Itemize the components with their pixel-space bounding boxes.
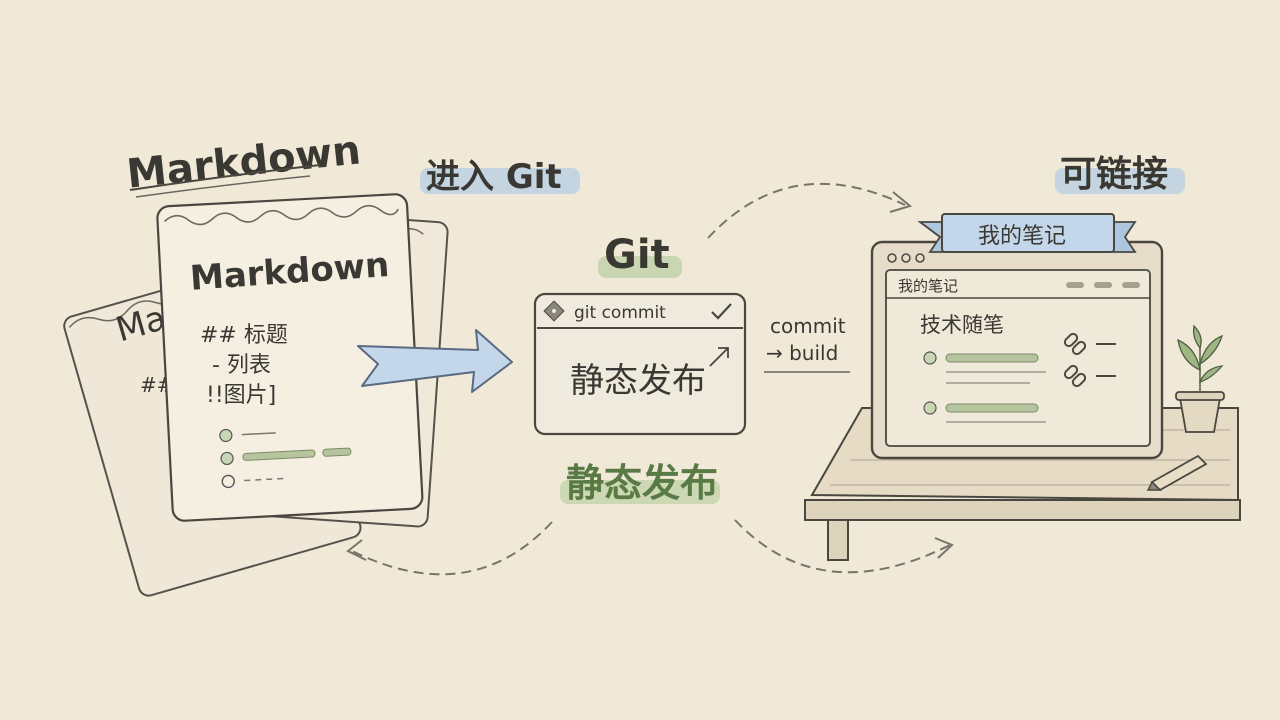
arrowhead-top-right bbox=[889, 191, 913, 213]
arrow-top-right bbox=[707, 182, 906, 239]
static-publish-highlight bbox=[560, 480, 720, 504]
doc-line-heading: ## 标题 bbox=[200, 323, 288, 348]
git-logo-icon bbox=[543, 300, 565, 322]
blue-arrow-to-git bbox=[357, 329, 513, 393]
website-section-title: 技术随笔 bbox=[920, 313, 1004, 337]
linkable-highlight bbox=[1055, 168, 1185, 194]
into-git-highlight bbox=[420, 168, 580, 194]
git-commit-window: git commit 静态发布 bbox=[533, 292, 747, 436]
markdown-paper-stack: Ma ## !| Markdown ## 标题 - 列表 !!图片] bbox=[63, 193, 449, 597]
git-label: Git bbox=[604, 232, 670, 278]
markdown-underline bbox=[129, 164, 321, 191]
doc-line-list: - 列表 bbox=[212, 353, 271, 378]
git-window-body: 静态发布 bbox=[570, 361, 706, 401]
link-icon bbox=[1063, 364, 1116, 388]
arrowhead-bottom-right bbox=[934, 537, 954, 559]
git-window-title: git commit bbox=[574, 303, 666, 323]
potted-plant bbox=[1175, 324, 1225, 433]
linkable-label: 可链接 bbox=[1060, 154, 1168, 195]
arrow-bottom-left bbox=[349, 521, 553, 576]
doc-line-image: !!图片] bbox=[206, 383, 276, 408]
cycle-arrows bbox=[349, 182, 951, 576]
site-banner-text: 我的笔记 bbox=[978, 224, 1066, 249]
pencil-icon bbox=[1146, 454, 1208, 492]
markdown-underline-2 bbox=[135, 175, 311, 198]
check-icon bbox=[711, 303, 732, 320]
arrow-bottom-right bbox=[734, 519, 951, 574]
into-git-label: 进入 Git bbox=[426, 157, 562, 197]
git-label-highlight bbox=[598, 256, 682, 278]
arrow-up-right-icon bbox=[709, 347, 729, 367]
flow-note-commit: commit bbox=[770, 314, 846, 338]
markdown-heading: Markdown bbox=[125, 127, 363, 197]
website-window bbox=[870, 240, 1164, 460]
flow-note-build: → build bbox=[766, 341, 838, 365]
site-banner bbox=[917, 213, 1137, 253]
static-publish-label: 静态发布 bbox=[566, 461, 718, 505]
link-icon bbox=[1063, 332, 1116, 356]
markdown-paper-front bbox=[156, 193, 424, 522]
website-window-title: 我的笔记 bbox=[898, 277, 958, 295]
arrowhead-bottom-left bbox=[346, 539, 367, 561]
